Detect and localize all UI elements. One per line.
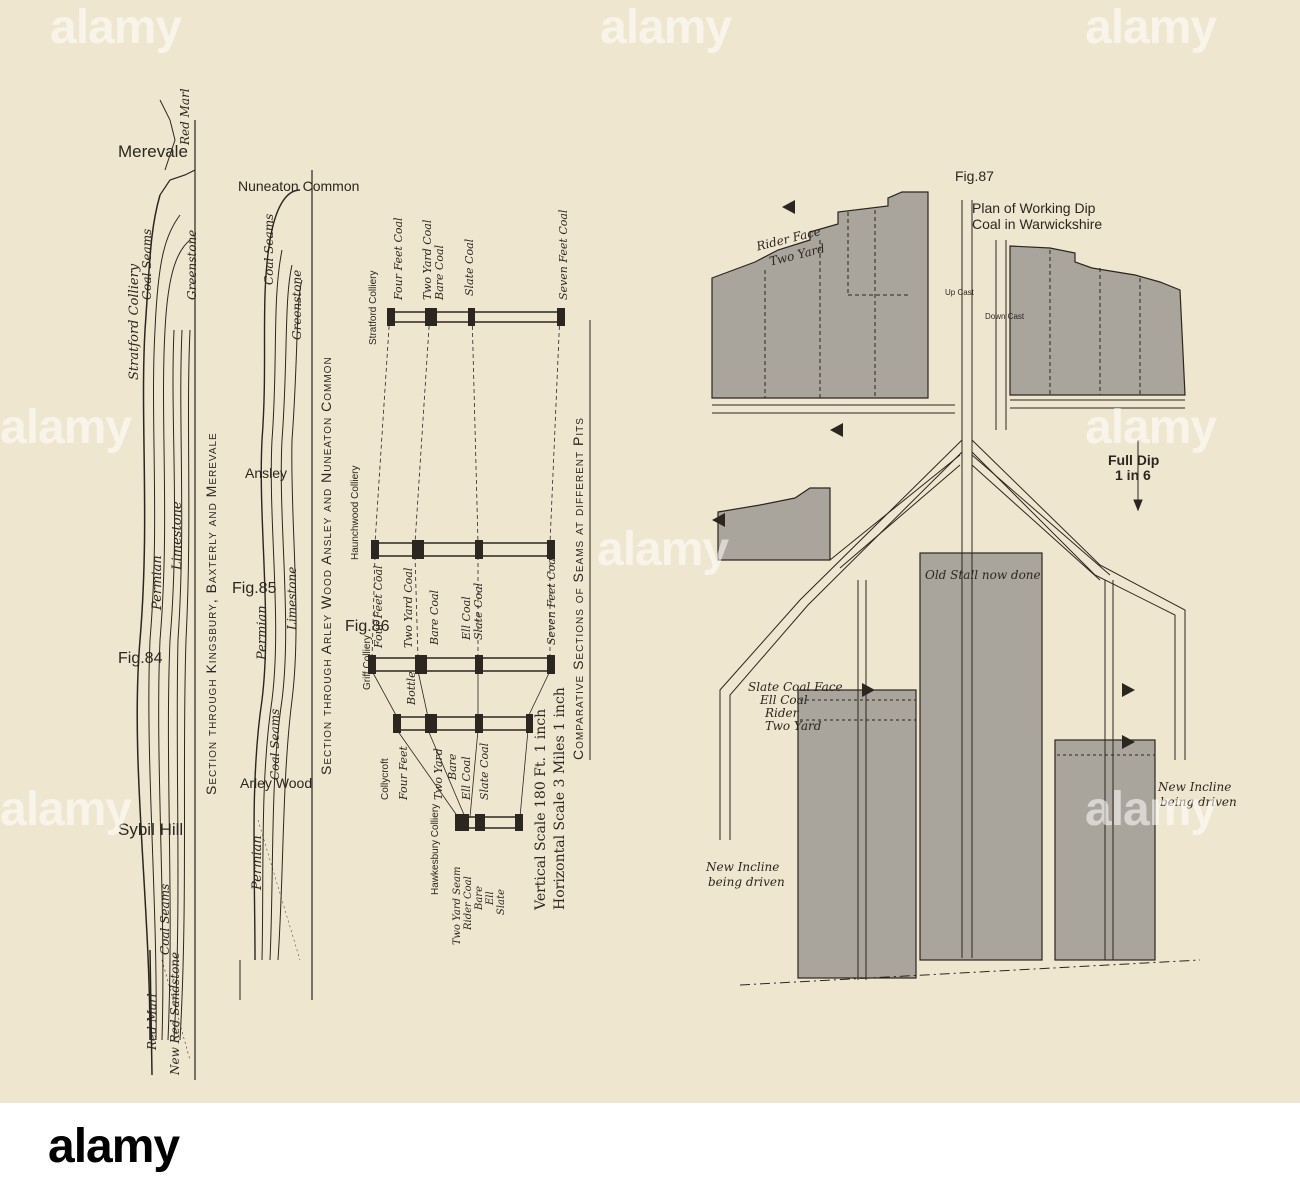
place-ansley: Ansley <box>245 465 288 481</box>
seam-griff-two-yard: Two Yard Coal <box>402 567 415 648</box>
seam-stratford-seven-feet: Seven Feet Coal <box>557 209 570 300</box>
seam-stratford-slate: Slate Coal <box>463 238 476 296</box>
label-new-red-sandstone: New Red Sandstone <box>168 951 182 1075</box>
label-coal-seams-85a: Coal Seams <box>268 708 282 780</box>
fig87-title-line2: Coal in Warwickshire <box>972 216 1103 232</box>
watermark-low-right: alamy <box>1085 783 1217 836</box>
place-merevale: Merevale <box>118 142 188 161</box>
seam-hawkesbury-rider: Rider Coal <box>463 876 474 930</box>
seam-hawkesbury-slate: Slate <box>496 889 507 915</box>
label-rider: Rider <box>765 706 799 720</box>
label-stratford-colliery-86: Stratford Colliery <box>368 270 379 345</box>
seam-collycroft-bottle: Bottle <box>405 671 418 705</box>
seam-stratford-bare: Bare Coal <box>433 244 446 300</box>
label-old-stall: Old Stall now done <box>925 568 1041 582</box>
label-collycroft: Collycroft <box>380 758 391 800</box>
fig86-number: Fig.86 <box>345 618 390 635</box>
seam-collycroft-ell: Ell Coal <box>460 756 473 800</box>
seam-collycroft-bare: Bare <box>446 753 459 780</box>
label-coal-seams-84b: Coal Seams <box>140 228 154 300</box>
watermark-top-left: alamy <box>50 1 182 54</box>
label-greenstone-84: Greenstone <box>185 229 199 300</box>
label-coal-seams-84a: Coal Seams <box>158 883 172 955</box>
full-dip-label: Full Dip <box>1108 452 1160 468</box>
label-permian-85a: Permian <box>250 835 265 890</box>
label-slate-coal-face: Slate Coal Face <box>748 680 843 694</box>
geological-sections <box>136 99 591 1080</box>
fig87-number: Fig.87 <box>955 168 994 184</box>
place-sybil-hill: Sybil Hill <box>118 820 184 839</box>
watermark-low-left: alamy <box>0 783 132 836</box>
label-new-incline-right-1: New Incline <box>1158 780 1232 794</box>
watermark-mid-left: alamy <box>0 401 132 454</box>
place-arley-wood: Arley Wood <box>240 775 313 791</box>
seam-griff-bare: Bare Coal <box>428 589 441 645</box>
label-ell-coal: Ell Coal <box>760 693 808 707</box>
seam-hawkesbury-bare: Bare <box>474 885 485 910</box>
seam-collycroft-two-yard: Two Yard <box>432 748 445 800</box>
label-up-cast: Up Cast <box>945 288 974 297</box>
seam-griff-slate: Slate Coal <box>472 582 485 640</box>
seam-hawkesbury-ell: Ell <box>485 891 496 905</box>
watermark-top-right: alamy <box>1085 1 1217 54</box>
seam-griff-seven-feet: Seven Feet Coal <box>545 554 558 645</box>
seam-collycroft-four-feet: Four Feet <box>397 746 410 800</box>
label-limestone-84: Limestone <box>170 501 185 570</box>
fig85-caption: Section through Arley Wood Ansley and Nu… <box>318 356 334 775</box>
scale-horizontal: Horizontal Scale 3 Miles 1 inch <box>552 687 568 910</box>
full-dip-ratio: 1 in 6 <box>1115 467 1151 483</box>
watermark-center: alamy <box>597 523 729 576</box>
book-page: Merevale Fig.84 Sybil Hill Section throu… <box>0 0 1300 1103</box>
label-new-incline-left-1: New Incline <box>706 860 780 874</box>
place-nuneaton-common: Nuneaton Common <box>238 178 360 194</box>
label-down-cast: Down Cast <box>985 312 1025 321</box>
label-red-marl-84b: Red Marl <box>178 88 192 145</box>
label-permian-84: Permian <box>150 555 165 610</box>
fig84-number: Fig.84 <box>118 650 163 667</box>
label-permian-85b: Permian <box>255 605 270 660</box>
label-haunchwood-colliery: Haunchwood Colliery <box>350 465 361 561</box>
footer-bar: alamy <box>0 1103 1300 1191</box>
label-red-marl-84: Red Marl <box>145 993 159 1050</box>
plan-of-working-dip-coal <box>711 191 1201 986</box>
watermark-top-center: alamy <box>600 1 732 54</box>
label-new-incline-left-2: being driven <box>708 875 785 889</box>
label-two-yard-lower: Two Yard <box>765 719 822 733</box>
label-hawkesbury-colliery: Hawkesbury Colliery <box>430 803 441 895</box>
seam-collycroft-slate: Slate Coal <box>478 742 491 800</box>
alamy-logo: alamy <box>48 1120 180 1173</box>
fig84-caption: Section through Kingsbury, Baxterly and … <box>203 432 219 795</box>
label-new-incline-right-2: being driven <box>1160 795 1237 809</box>
label-limestone-85: Limestone <box>285 566 299 630</box>
scale-vertical: Vertical Scale 180 Ft. 1 inch <box>533 708 549 910</box>
seam-stratford-four-feet: Four Feet Coal <box>392 217 405 300</box>
fig87-title-line1: Plan of Working Dip <box>972 200 1096 216</box>
fig85-number: Fig.85 <box>232 580 277 597</box>
seam-griff-four-feet: Four Feet Coal <box>372 565 385 648</box>
label-greenstone-85: Greenstone <box>290 269 304 340</box>
label-coal-seams-85b: Coal Seams <box>262 213 276 285</box>
watermark-mid-right: alamy <box>1085 401 1217 454</box>
fig86-caption: Comparative Sections of Seams at differe… <box>570 417 586 760</box>
seam-hawkesbury-two-yard: Two Yard Seam <box>452 866 463 945</box>
